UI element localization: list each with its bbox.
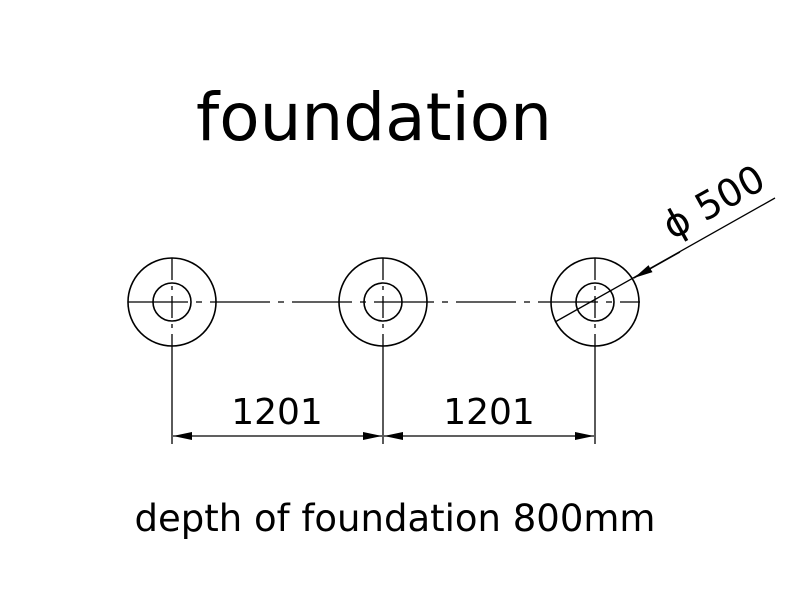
dimension-label-left: 1201	[231, 392, 323, 433]
diameter-leader-arrow	[633, 251, 681, 279]
foundation-depth-note: depth of foundation 800mm	[135, 497, 656, 540]
dimension-label-right: 1201	[443, 392, 535, 433]
diameter-label: ϕ 500	[655, 156, 772, 248]
drawing-title: foundation	[196, 79, 552, 156]
